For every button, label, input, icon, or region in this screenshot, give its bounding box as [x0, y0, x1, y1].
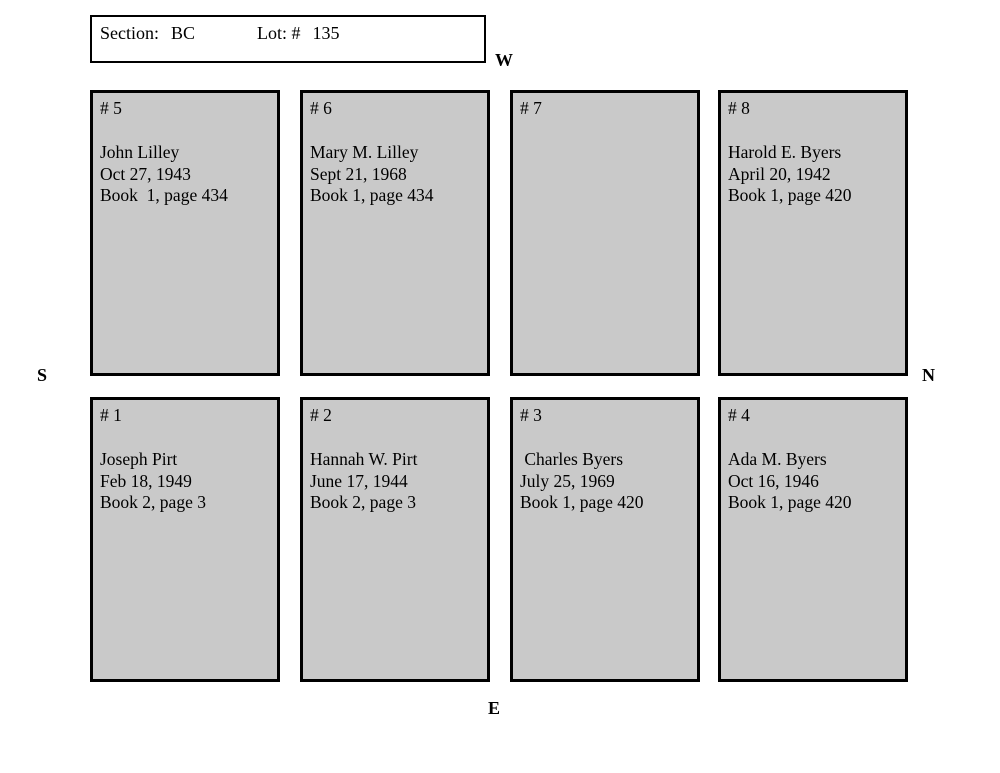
plot-5: # 5 John Lilley Oct 27, 1943 Book 1, pag… — [90, 90, 280, 376]
plot-6: # 6 Mary M. Lilley Sept 21, 1968 Book 1,… — [300, 90, 490, 376]
plot-book-ref: Book 1, page 434 — [100, 185, 228, 205]
section-label: Section: — [100, 23, 159, 43]
compass-north-label: N — [922, 365, 935, 385]
plot-number: # 4 — [728, 405, 750, 425]
plot-date: Oct 27, 1943 — [100, 163, 191, 184]
plot-date: Feb 18, 1949 — [100, 470, 192, 491]
plot-name: Mary M. Lilley — [310, 142, 419, 162]
plot-details: Harold E. Byers April 20, 1942 Book 1, p… — [721, 142, 905, 207]
plot-2: # 2 Hannah W. Pirt June 17, 1944 Book 2,… — [300, 397, 490, 682]
plot-book-ref: Book 1, page 434 — [310, 185, 434, 205]
plot-8: # 8 Harold E. Byers April 20, 1942 Book … — [718, 90, 908, 376]
plot-details: Ada M. Byers Oct 16, 1946 Book 1, page 4… — [721, 449, 905, 514]
compass-east-label: E — [488, 698, 501, 718]
section-info: Section: BC — [100, 23, 195, 44]
plot-details: Hannah W. Pirt June 17, 1944 Book 2, pag… — [303, 449, 487, 514]
plot-name: Hannah W. Pirt — [310, 449, 418, 469]
plot-name: Ada M. Byers — [728, 449, 827, 469]
plot-book-ref: Book 1, page 420 — [728, 185, 852, 205]
compass-west-label: W — [495, 50, 513, 70]
plot-number: # 2 — [310, 405, 332, 425]
lot-info: Lot: # 135 — [257, 23, 340, 44]
compass-south-label: S — [37, 365, 48, 385]
lot-label: Lot: # — [257, 23, 301, 43]
plot-date: Oct 16, 1946 — [728, 470, 819, 491]
plot-4: # 4 Ada M. Byers Oct 16, 1946 Book 1, pa… — [718, 397, 908, 682]
lot-info-box: Section: BC Lot: # 135 — [90, 15, 486, 63]
plot-book-ref: Book 1, page 420 — [520, 492, 644, 512]
plot-date: April 20, 1942 — [728, 163, 831, 184]
plot-name: Harold E. Byers — [728, 142, 842, 162]
plot-details: John Lilley Oct 27, 1943 Book 1, page 43… — [93, 142, 277, 207]
plot-number: # 1 — [100, 405, 122, 425]
plot-number: # 6 — [310, 98, 332, 118]
plot-7: # 7 — [510, 90, 700, 376]
plot-date: June 17, 1944 — [310, 470, 408, 491]
plot-name: John Lilley — [100, 142, 180, 162]
plot-number: # 3 — [520, 405, 542, 425]
plot-date: Sept 21, 1968 — [310, 163, 407, 184]
plot-1: # 1 Joseph Pirt Feb 18, 1949 Book 2, pag… — [90, 397, 280, 682]
plot-book-ref: Book 2, page 3 — [100, 492, 206, 512]
plot-date: July 25, 1969 — [520, 470, 615, 491]
section-value: BC — [171, 23, 196, 43]
plot-name: Charles Byers — [520, 449, 624, 469]
plot-details: Charles Byers July 25, 1969 Book 1, page… — [513, 449, 697, 514]
plot-3: # 3 Charles Byers July 25, 1969 Book 1, … — [510, 397, 700, 682]
plot-details: Mary M. Lilley Sept 21, 1968 Book 1, pag… — [303, 142, 487, 207]
plot-number: # 7 — [520, 98, 542, 118]
plot-number: # 8 — [728, 98, 750, 118]
plot-details: Joseph Pirt Feb 18, 1949 Book 2, page 3 — [93, 449, 277, 514]
plot-book-ref: Book 1, page 420 — [728, 492, 852, 512]
plot-book-ref: Book 2, page 3 — [310, 492, 416, 512]
lot-value: 135 — [312, 23, 340, 43]
plot-name: Joseph Pirt — [100, 449, 178, 469]
plot-number: # 5 — [100, 98, 122, 118]
